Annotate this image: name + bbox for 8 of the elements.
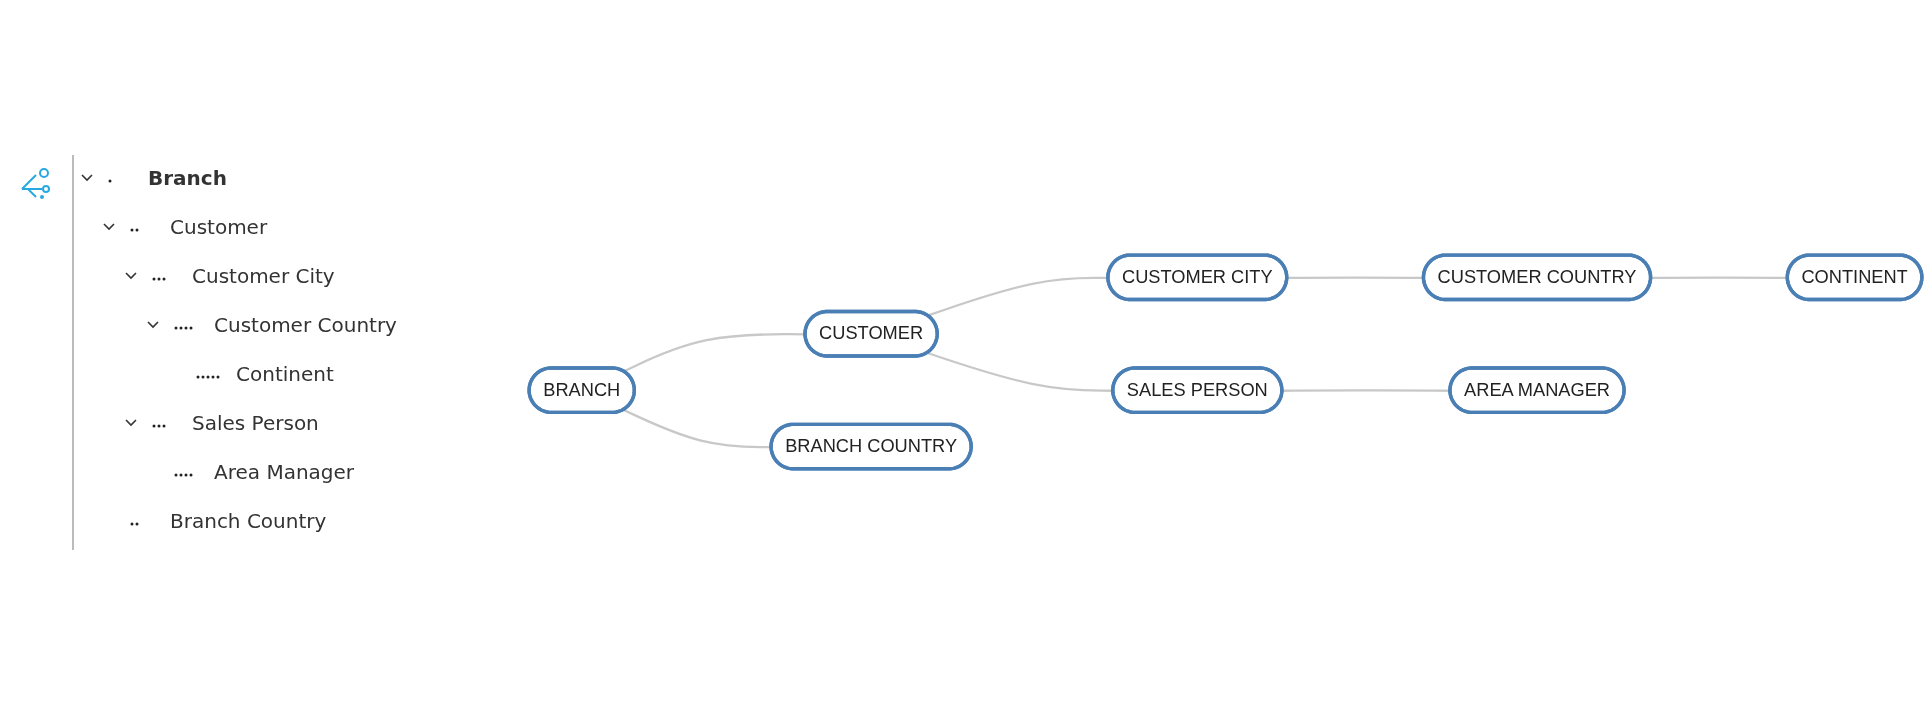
tree-item-label: Branch bbox=[148, 166, 227, 190]
tree-item-label: Customer Country bbox=[214, 313, 397, 337]
tree-item-label: Customer bbox=[170, 215, 268, 239]
tree-item-label: Branch Country bbox=[170, 509, 327, 533]
tree-item-label: Continent bbox=[236, 362, 334, 386]
tree-item-label: Area Manager bbox=[214, 460, 355, 484]
tree-item-label: Sales Person bbox=[192, 411, 319, 435]
tree-item-label: Customer City bbox=[192, 264, 335, 288]
